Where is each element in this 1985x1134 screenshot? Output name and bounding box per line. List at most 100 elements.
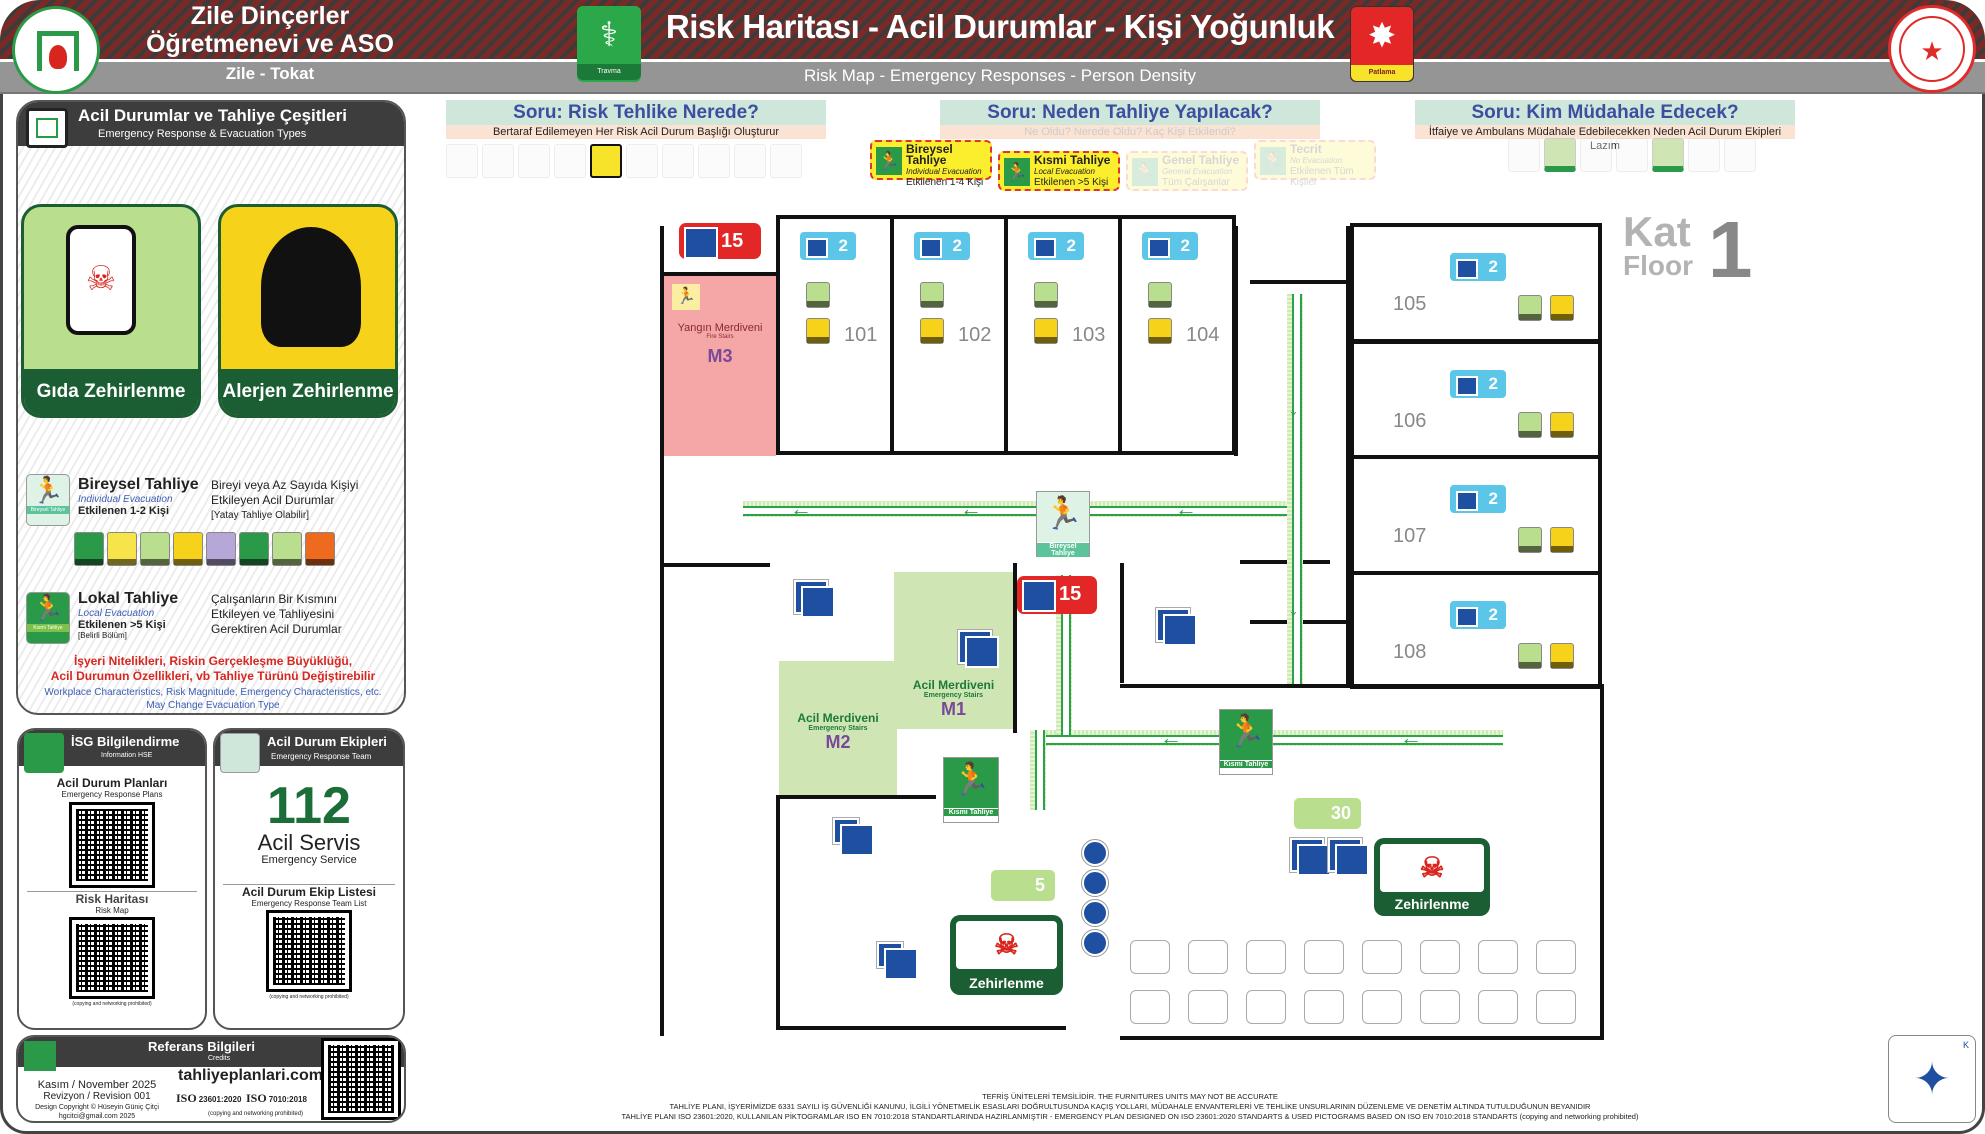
response-team-icon (1616, 138, 1648, 172)
stairs-label: Acil Merdiveni (912, 678, 995, 692)
explosion-icon: ✸ Patlama (1350, 6, 1414, 82)
question-who-sub: İtfaiye ve Ambulans Müdahale Edebilecekk… (1415, 125, 1795, 152)
running-person-icon: 🏃 (1004, 158, 1030, 186)
evac-en: No Evacuation (1290, 156, 1343, 165)
exit-label: Kısmi Tahliye (944, 808, 998, 816)
fire-stairs-m3: 🏃 Yangın Merdiveni Fire Stairs M3 (664, 276, 776, 456)
team-list-subtitle: Emergency Response Team List (251, 899, 367, 908)
emergency-team-card: Acil Durum Ekipleri Emergency Response T… (213, 728, 405, 1030)
bed-count: 2 (1488, 257, 1498, 276)
page-frame (0, 94, 1985, 1134)
panel-title: Acil Durumlar ve Tahliye Çeşitleri (78, 106, 347, 125)
copy-note: (copying and networking prohibited) (269, 994, 349, 1000)
food-poisoning-icon (1518, 643, 1542, 669)
stairs-label-en: Emergency Stairs (923, 692, 984, 699)
iso-7010: 7010:2018 (268, 1095, 307, 1104)
guest-room (1350, 223, 1602, 343)
team-list-title: Acil Durum Ekip Listesi (241, 885, 377, 899)
email: hgcitci@gmail.com 2025 (58, 1113, 136, 1120)
evac-en: Individual Evacuation (906, 167, 982, 176)
website-link[interactable]: tahliyeplanlari.com (178, 1067, 323, 1084)
school-logo (12, 6, 100, 94)
evac-affected: Tüm Çalışanlar (1162, 177, 1230, 188)
hazard-pictogram-icon (305, 532, 335, 566)
running-person-icon: 🏃 (876, 147, 902, 175)
evacuation-types-panel: Acil Durumlar ve Tahliye Çeşitleri Emerg… (16, 100, 406, 715)
isg-title: İSG Bilgilendirme (71, 734, 180, 749)
team-list-qr-code[interactable] (266, 910, 352, 992)
poison-hazard-icon: ☠ (1419, 852, 1445, 883)
evacuation-route (1287, 294, 1303, 684)
stair-capacity: 15 (1059, 583, 1082, 605)
allergen-icon (1550, 527, 1574, 553)
trauma-icon: ⚕ Travma (577, 6, 641, 82)
dining-hall (1120, 684, 1604, 1040)
elevator-icon (957, 629, 999, 668)
isg-subtitle: Information HSE (101, 752, 153, 759)
arrow-down-icon: ↓ (1288, 595, 1299, 620)
credits-subtitle: Credits (208, 1055, 231, 1062)
plans-title: Acil Durum Planları (56, 776, 168, 790)
question-why: Soru: Neden Tahliye Yapılacak? (940, 100, 1320, 125)
allergen-icon (1550, 295, 1574, 321)
room-number: 103 (1072, 324, 1106, 346)
individual-evacuation-icon: 🏃Bireysel Tahliye (26, 474, 70, 526)
room-number: 107 (1393, 525, 1427, 547)
evacuation-route (743, 501, 1303, 517)
poisoning-zone: ☠ Zehirlenme (1374, 838, 1490, 916)
response-team-icon (1544, 138, 1576, 172)
bed-count: 2 (952, 236, 962, 255)
stair-code-m2: M2 (825, 732, 851, 752)
stair-code-m3: M3 (707, 346, 733, 366)
org-name-line2: Öğretmenevi ve ASO (146, 30, 394, 58)
zone-label: Zehirlenme (1394, 896, 1470, 912)
stair-capacity-badge: 15 (1017, 576, 1097, 614)
risk-map-subtitle: Risk Map (95, 906, 129, 915)
bed-count-badge: 2 (914, 232, 970, 260)
food-poisoning-icon (1148, 282, 1172, 308)
explosion-icon-label: Patlama (1351, 65, 1413, 81)
compass-north: K (1962, 1040, 1969, 1050)
fire-exit-icon: 🏃 (672, 284, 700, 310)
risk-warning-icon (770, 144, 802, 178)
isg-info-card: İSG Bilgilendirme Information HSE Acil D… (17, 728, 207, 1030)
hazard-pictogram-icon (173, 532, 203, 566)
mandatory-sign-icon (1081, 869, 1109, 897)
dining-table (1188, 990, 1228, 1024)
arrow-left-icon: ← (790, 496, 812, 521)
hazard-pictogram-icon (74, 532, 104, 566)
arrow-down-icon: ↓ (1288, 395, 1299, 420)
plans-qr-code[interactable] (69, 802, 155, 888)
allergen-person-icon (261, 227, 361, 347)
allergen-icon (1550, 643, 1574, 669)
hazard-pictogram-icon (206, 532, 236, 566)
evacuation-route (1030, 730, 1046, 810)
local-affected: Etkilenen >5 Kişi (78, 619, 166, 631)
website-qr-code[interactable] (321, 1038, 401, 1120)
note-tr: Acil Durumun Özellikleri, vb Tahliye Tür… (50, 669, 376, 683)
note-tr: İşyeri Nitelikleri, Riskin Gerçekleşme B… (73, 654, 353, 668)
local-evacuation-icon: 🏃Kısmi Tahliye (26, 592, 70, 644)
arrow-left-icon: ← (1175, 496, 1197, 521)
local-desc: Çalışanların Bir Kısmını (211, 592, 338, 606)
stair-capacity: 15 (721, 230, 744, 252)
emergency-number: 112 (267, 777, 351, 835)
risk-map-qr-code[interactable] (69, 917, 155, 999)
revision: Revizyon / Revision 001 (43, 1091, 151, 1102)
hazard-pictogram-icon (140, 532, 170, 566)
team-icon-row (1508, 138, 1808, 177)
accessible-icon (1155, 607, 1197, 646)
person-count-badge: 5 (991, 870, 1055, 901)
team-member-icon (220, 733, 260, 773)
bed-count: 2 (1488, 374, 1498, 393)
dining-table (1304, 940, 1344, 974)
risk-warning-icon (626, 144, 658, 178)
zone-label: Zehirlenme (969, 975, 1044, 991)
emergency-stairs-m2: Acil Merdiveni Emergency Stairs M2 (779, 661, 897, 795)
dining-table (1188, 940, 1228, 974)
risk-map-title: Risk Haritası (75, 892, 149, 906)
risk-warning-icon (554, 144, 586, 178)
emergency-service: Acil Servis (257, 830, 361, 855)
room-number: 108 (1393, 641, 1427, 663)
